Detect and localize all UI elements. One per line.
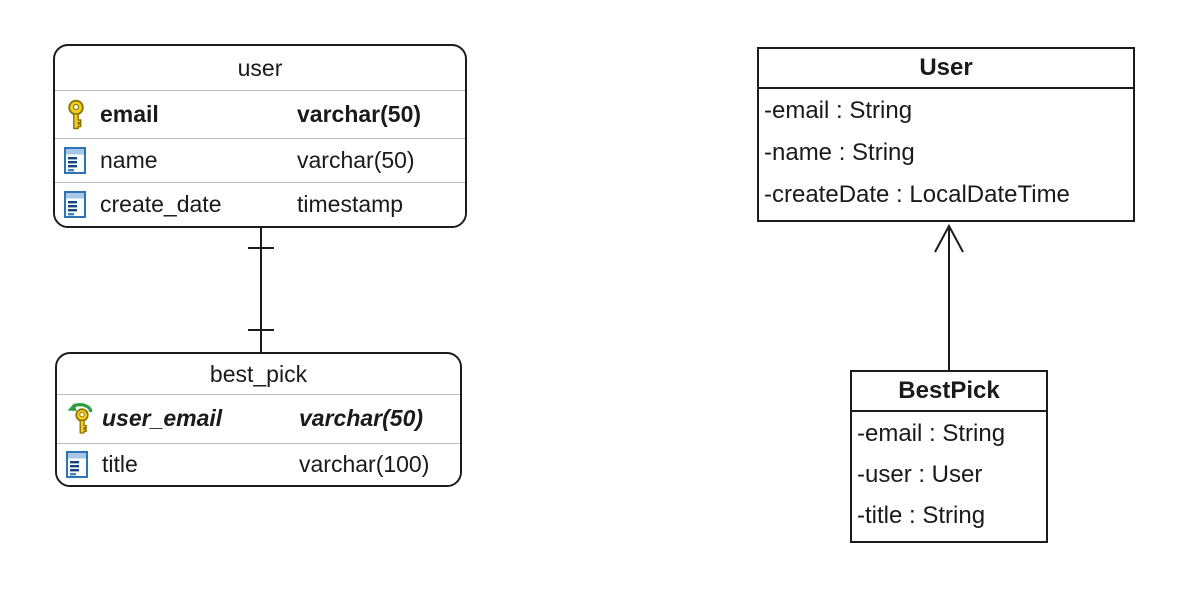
- uml-attribute[interactable]: -name : String: [764, 139, 915, 167]
- er-table-user[interactable]: user email varchar(50): [53, 44, 467, 228]
- foreign-key-icon: [66, 402, 98, 435]
- uml-attributes: -email : String -name : String -createDa…: [759, 89, 1133, 220]
- column-icon: [64, 191, 96, 218]
- uml-attribute[interactable]: -user : User: [857, 461, 983, 489]
- column-name: name: [100, 147, 158, 173]
- uml-attributes: -email : String -user : User -title : St…: [852, 412, 1046, 541]
- uml-attribute[interactable]: -createDate : LocalDateTime: [764, 180, 1070, 208]
- uml-attribute[interactable]: -title : String: [857, 502, 986, 530]
- er-table-title: best_pick: [209, 360, 308, 387]
- column-name: email: [100, 101, 159, 127]
- uml-class-user[interactable]: User -email : String -name : String -cre…: [757, 47, 1135, 222]
- er-column-row[interactable]: title varchar(100): [57, 442, 460, 485]
- er-column-row[interactable]: create_date timestamp: [55, 182, 465, 226]
- column-type: varchar(50): [297, 101, 422, 127]
- column-icon: [64, 147, 96, 174]
- column-name: title: [102, 450, 138, 477]
- column-name: create_date: [100, 191, 222, 217]
- er-column-row[interactable]: email varchar(50): [55, 90, 465, 138]
- er-table-title: user: [237, 54, 283, 81]
- uml-class-best-pick[interactable]: BestPick -email : String -user : User -t…: [850, 370, 1048, 543]
- er-column-row[interactable]: name varchar(50): [55, 138, 465, 182]
- uml-class-title: BestPick: [852, 372, 1046, 412]
- column-type: varchar(50): [299, 405, 424, 432]
- primary-key-icon: [64, 99, 96, 130]
- uml-class-title: User: [759, 49, 1133, 89]
- column-type: timestamp: [297, 191, 404, 217]
- column-name: user_email: [102, 405, 223, 432]
- er-table-best-pick[interactable]: best_pick user_email varchar(50): [55, 352, 462, 487]
- one-to-one-connector[interactable]: [248, 228, 274, 352]
- column-type: varchar(100): [299, 450, 430, 477]
- column-type: varchar(50): [297, 147, 415, 173]
- er-column-row[interactable]: user_email varchar(50): [57, 394, 460, 443]
- column-icon: [66, 450, 98, 478]
- uml-attribute[interactable]: -email : String: [857, 420, 1006, 448]
- association-arrow[interactable]: [934, 223, 964, 370]
- uml-attribute[interactable]: -email : String: [764, 97, 913, 125]
